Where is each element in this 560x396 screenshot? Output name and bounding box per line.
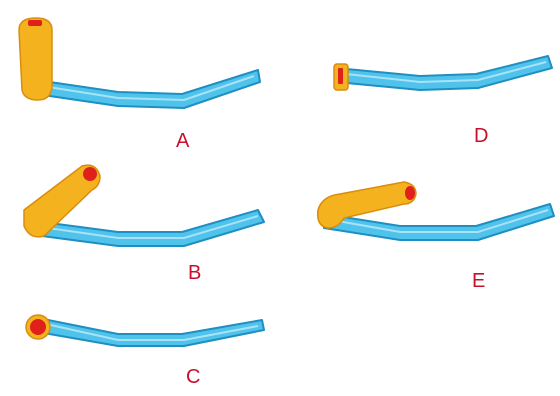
- label-e: E: [472, 270, 485, 293]
- panel-b: [24, 165, 264, 246]
- label-b: B: [188, 262, 201, 285]
- panel-d: [334, 56, 552, 90]
- label-c: C: [186, 366, 200, 389]
- panel-e: [318, 182, 554, 240]
- tube-a: [19, 18, 52, 100]
- vessel-a: [36, 70, 260, 108]
- tip-marker-d: [338, 68, 343, 84]
- tip-marker-c: [30, 319, 46, 335]
- panel-c: [26, 315, 264, 346]
- vessel-d: [336, 56, 552, 90]
- tip-marker-b: [83, 167, 97, 181]
- label-a: A: [176, 130, 189, 153]
- vessel-b: [42, 210, 264, 246]
- label-d: D: [474, 125, 488, 148]
- tip-marker-a: [28, 20, 42, 26]
- panel-a: [19, 18, 260, 108]
- tip-marker-e: [405, 186, 415, 200]
